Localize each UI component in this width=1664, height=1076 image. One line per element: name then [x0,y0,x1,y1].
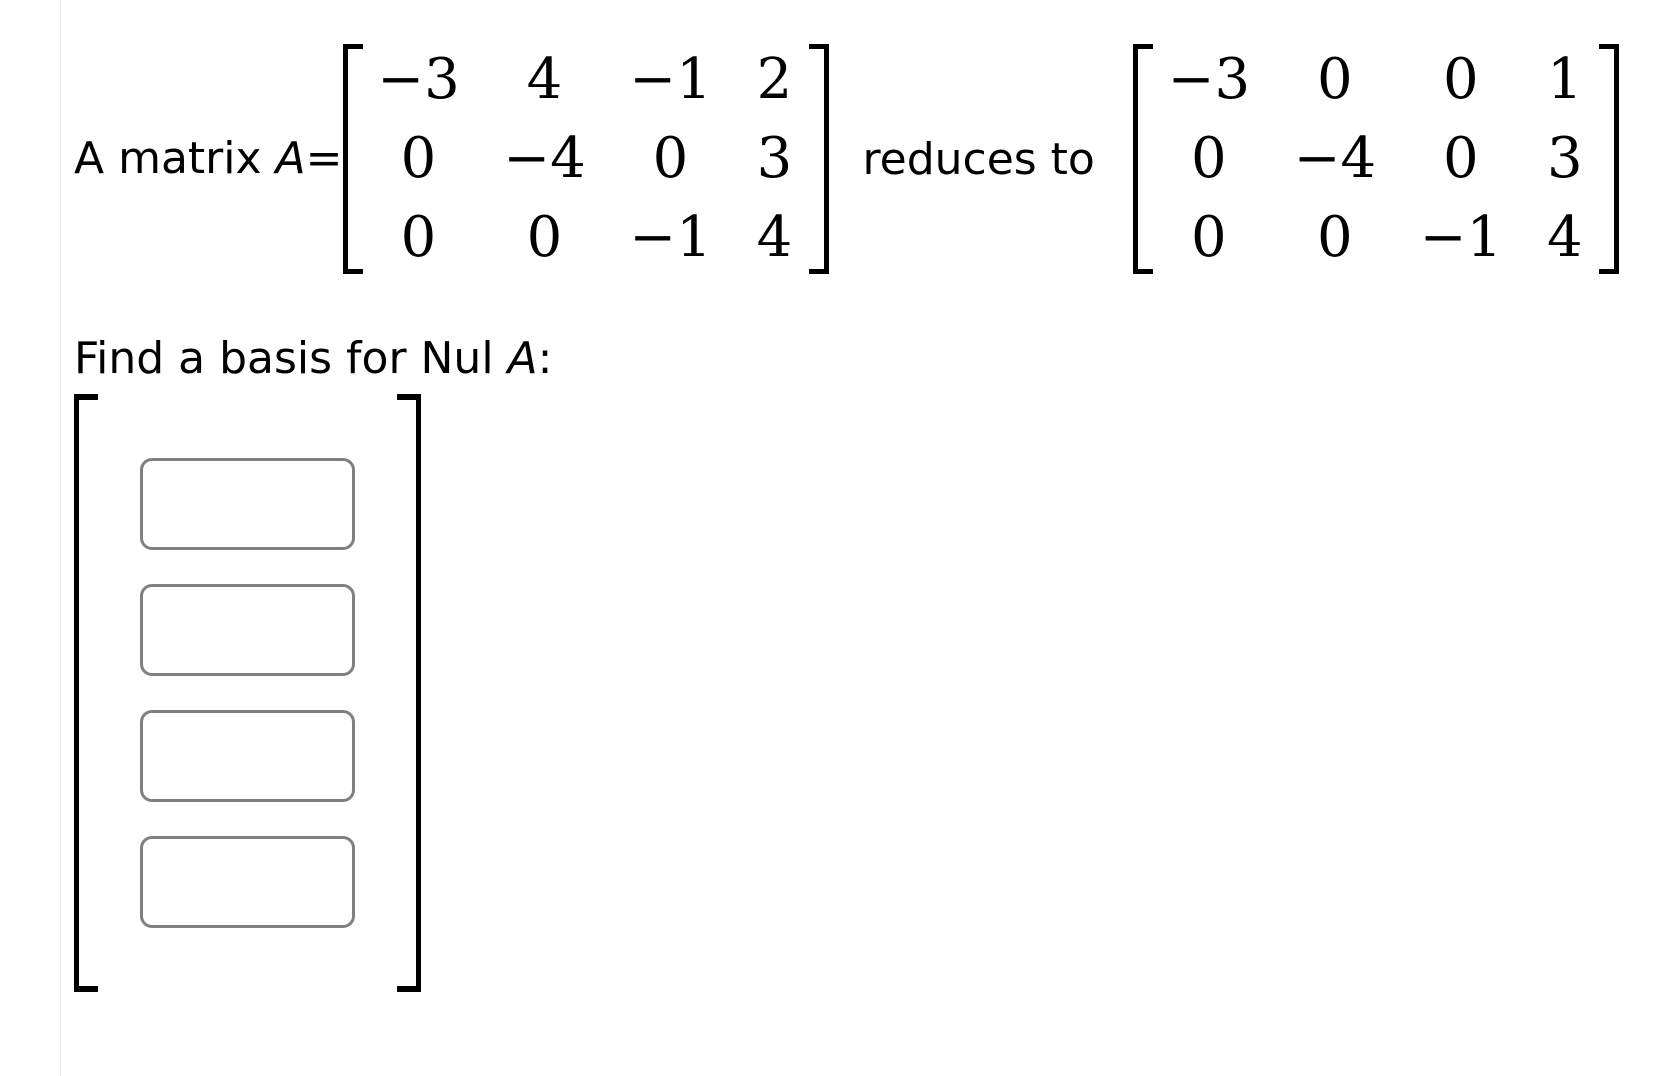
matrix-a-label-prefix: A matrix [74,133,276,184]
answer-vector [74,394,421,992]
matrix-reduced-cell-r2c2: −4 [1293,125,1377,191]
matrix-reduced-cell-r1c4: 1 [1547,46,1583,112]
matrix-a-cell-r3c4: 4 [756,205,793,271]
problem-statement-row: A matrix A= −3 4 −1 2 0 −4 0 3 0 0 −1 4 … [74,34,1619,284]
question-prompt: Find a basis for Nul A: [74,333,552,384]
matrix-reduced-right-bracket [1597,44,1619,274]
answer-left-bracket [74,394,100,992]
bracket-arm-bottom [397,986,421,992]
answer-right-bracket [395,394,421,992]
matrix-reduced-cell-r3c3: −1 [1419,205,1503,271]
matrix-a-cell-r3c2: 0 [526,205,563,271]
bracket-arm-bottom [74,986,98,992]
matrix-reduced-left-bracket [1132,44,1155,274]
answer-input-1[interactable] [140,458,355,550]
matrix-a-cell-r2c1: 0 [400,125,437,191]
answer-input-4[interactable] [140,836,355,928]
matrix-a-cell-r2c4: 3 [756,125,793,191]
bracket-arm-top [397,394,421,400]
answer-input-stack [100,394,395,992]
question-prompt-prefix: Find a basis for Nul [74,333,508,384]
bracket-arm-bottom [1132,269,1153,274]
matrix-reduced-cell-r3c2: 0 [1317,205,1353,271]
reduces-to-text: reduces to [862,133,1095,185]
question-prompt-symbol: A [507,333,538,384]
bracket-arm-top [342,44,363,49]
matrix-reduced-cell-r3c4: 4 [1547,205,1583,271]
matrix-reduced-grid: −3 0 0 1 0 −4 0 3 0 0 −1 4 [1155,44,1597,274]
bracket-arm-bottom [808,269,829,274]
matrix-a-cell-r1c4: 2 [756,46,793,112]
bracket-arm-top [1132,44,1153,49]
question-prompt-suffix: : [537,333,553,384]
matrix-a-cell-r1c1: −3 [377,46,460,112]
left-margin-rule [60,0,61,1076]
matrix-a-label-symbol: A [275,133,306,184]
matrix-reduced-cell-r1c2: 0 [1317,46,1353,112]
matrix-a-cell-r1c2: 4 [526,46,563,112]
matrix-a-cell-r2c3: 0 [652,125,689,191]
matrix-a-left-bracket [342,44,365,274]
matrix-a-grid: −3 4 −1 2 0 −4 0 3 0 0 −1 4 [365,44,807,274]
bracket-arm-top [808,44,829,49]
matrix-a-cell-r3c1: 0 [400,205,437,271]
answer-input-3[interactable] [140,710,355,802]
matrix-reduced-cell-r3c1: 0 [1191,205,1227,271]
matrix-a: −3 4 −1 2 0 −4 0 3 0 0 −1 4 [342,44,829,274]
matrix-reduced-cell-r1c1: −3 [1167,46,1251,112]
matrix-reduced-cell-r2c3: 0 [1443,125,1479,191]
matrix-reduced-cell-r1c3: 0 [1443,46,1479,112]
matrix-a-cell-r1c3: −1 [629,46,712,112]
bracket-arm-bottom [1598,269,1619,274]
matrix-a-label: A matrix A= [74,137,343,181]
matrix-reduced-cell-r2c1: 0 [1191,125,1227,191]
matrix-a-label-suffix: = [305,133,343,184]
matrix-a-right-bracket [807,44,829,274]
matrix-a-cell-r3c3: −1 [629,205,712,271]
bracket-arm-top [1598,44,1619,49]
matrix-reduced-cell-r2c4: 3 [1547,125,1583,191]
bracket-arm-top [74,394,98,400]
bracket-arm-bottom [342,269,363,274]
matrix-reduced: −3 0 0 1 0 −4 0 3 0 0 −1 4 [1132,44,1619,274]
answer-input-2[interactable] [140,584,355,676]
matrix-a-cell-r2c2: −4 [503,125,586,191]
